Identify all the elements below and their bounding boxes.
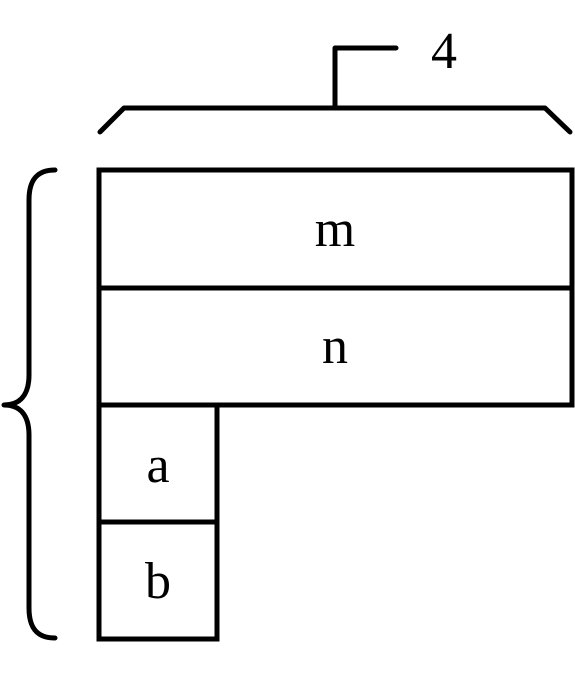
top-brace-leader <box>332 45 399 111</box>
row-n: n <box>96 285 575 408</box>
row-m-label: m <box>315 201 355 258</box>
cell-b: b <box>96 519 220 642</box>
top-brace-line <box>97 105 573 135</box>
row-n-box <box>96 285 575 408</box>
cell-b-box <box>96 519 220 642</box>
cell-a: a <box>96 402 220 525</box>
cell-a-label: a <box>146 437 169 494</box>
row-m: m <box>96 167 575 291</box>
row-n-label: n <box>322 318 348 375</box>
cell-b-label: b <box>145 553 171 610</box>
left-curly-brace <box>1 167 58 641</box>
top-brace: 4 <box>97 23 573 135</box>
row-m-box <box>96 167 575 291</box>
top-measure-label: 4 <box>431 23 457 80</box>
